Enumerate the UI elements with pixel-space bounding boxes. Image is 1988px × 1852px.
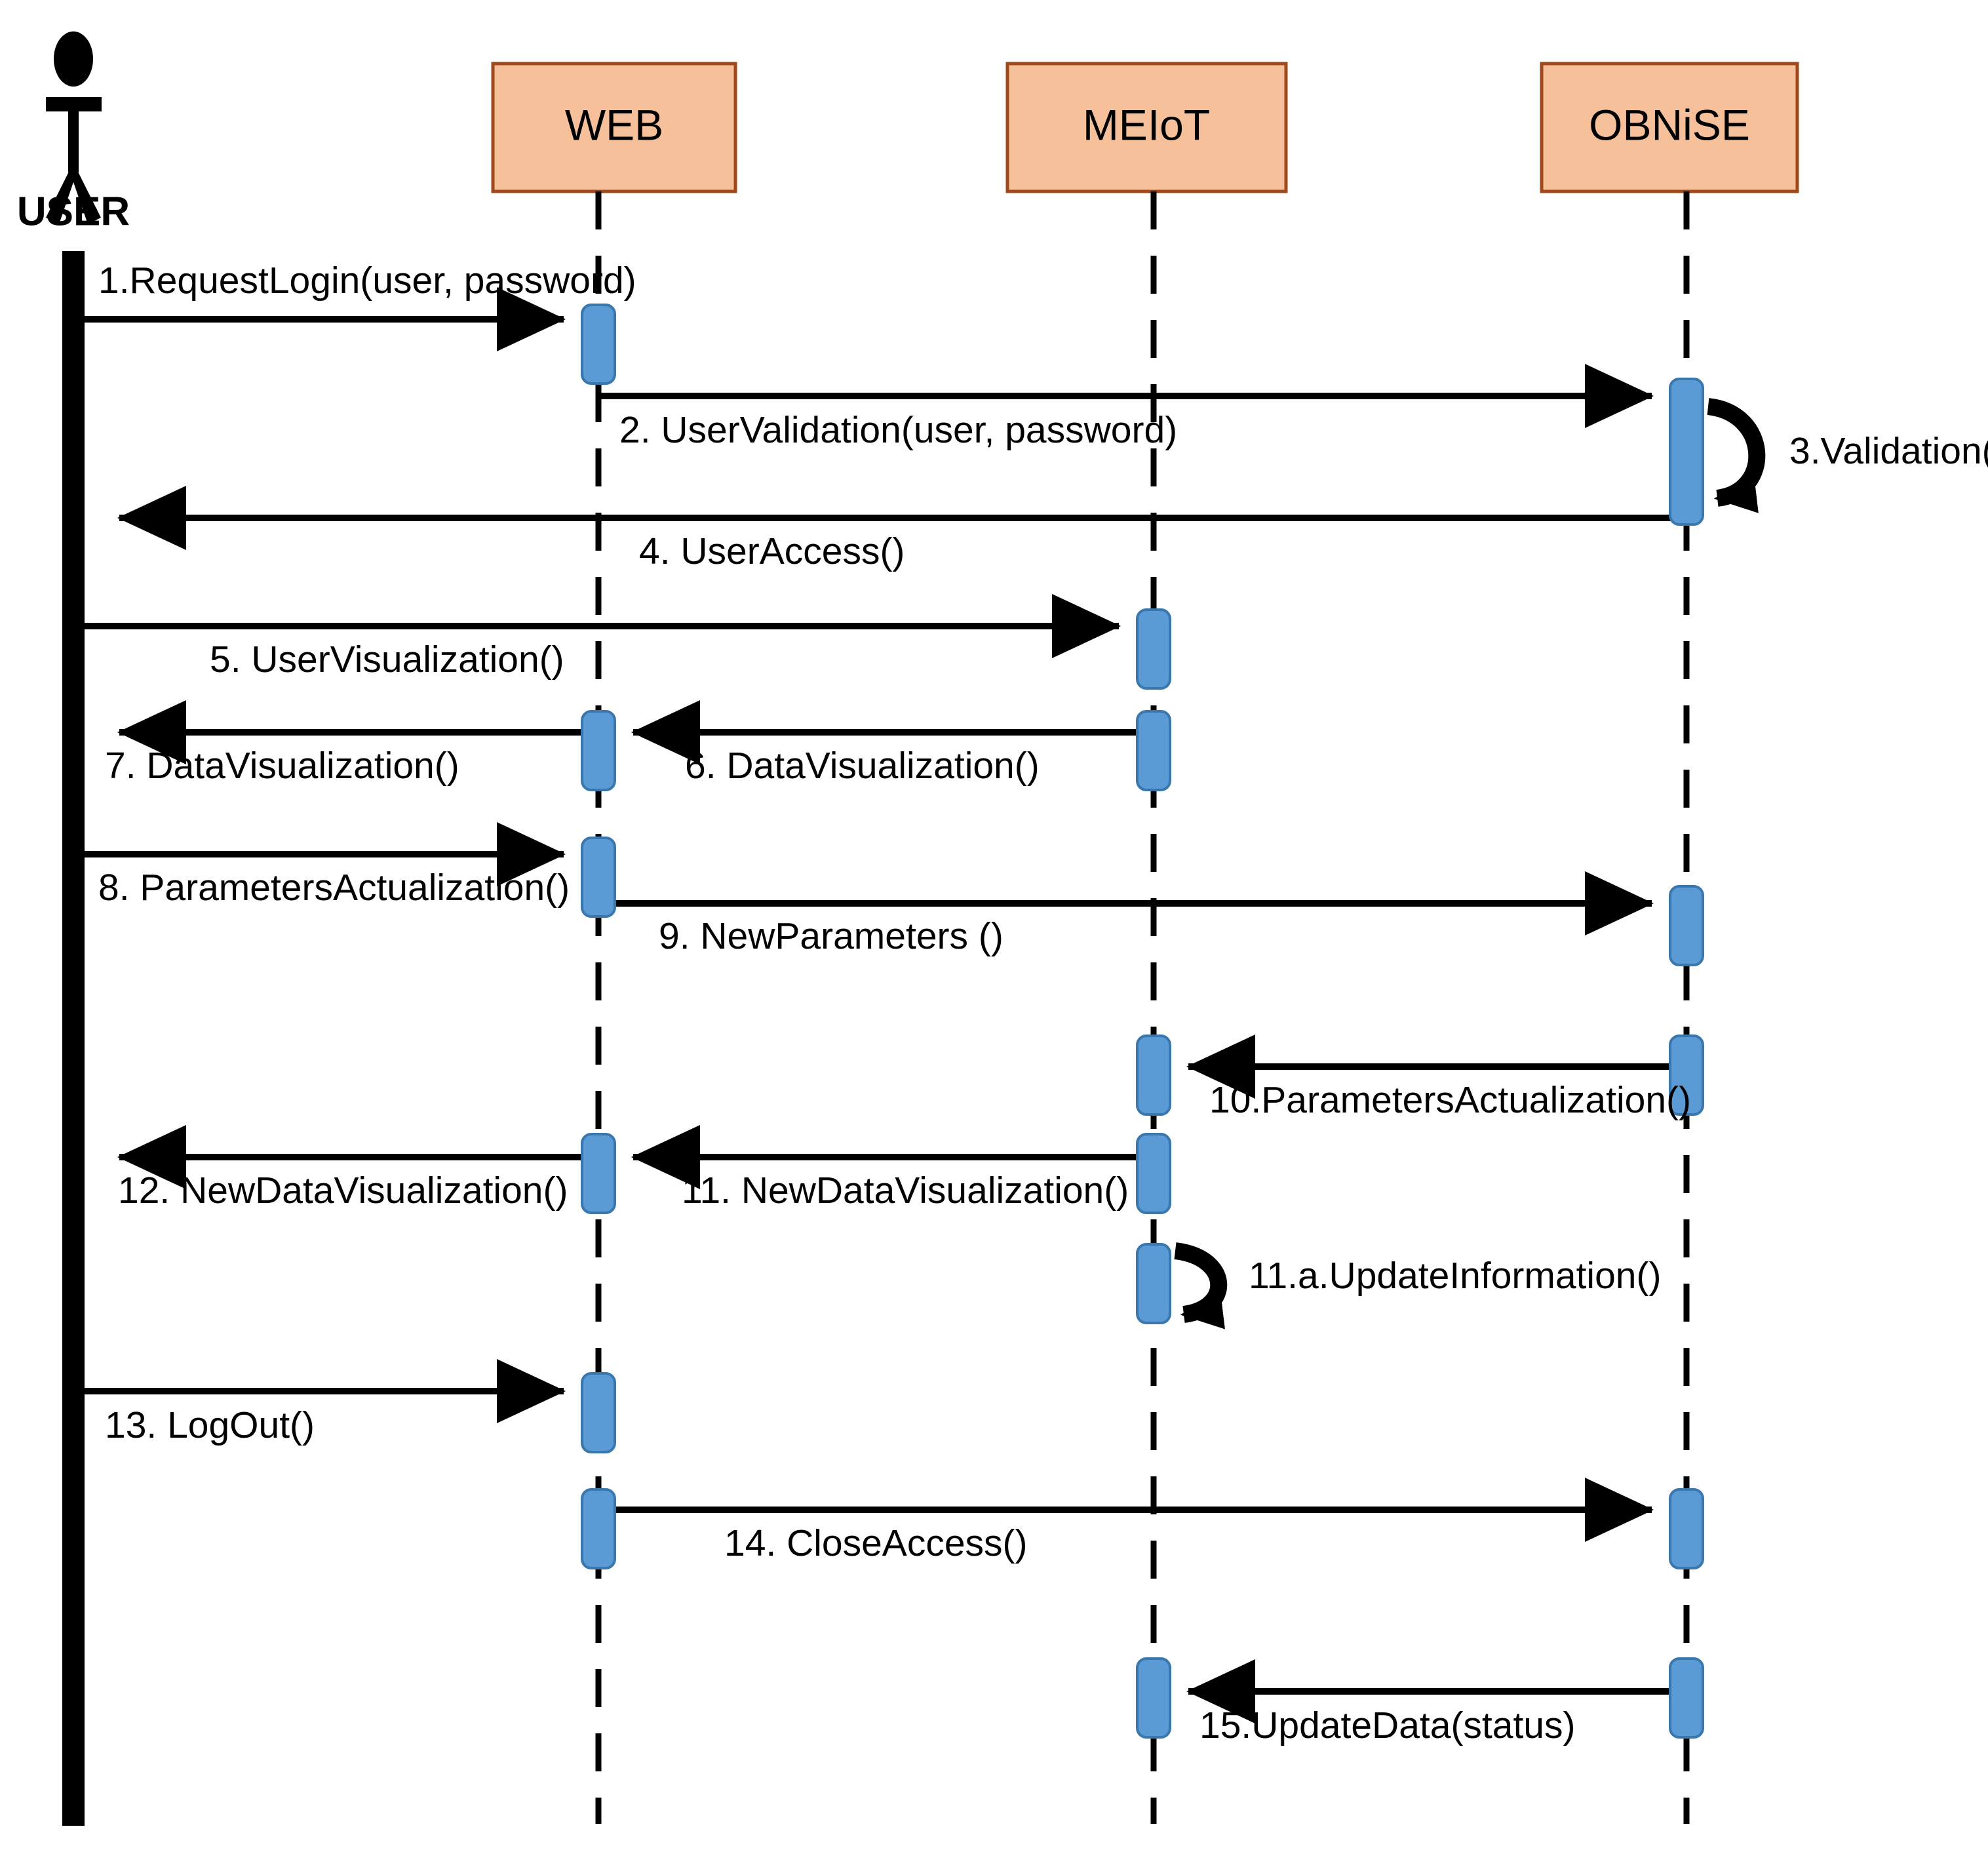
activation-meiot-4 <box>1136 1133 1171 1214</box>
message-label-14: 14. CloseAccess() <box>724 1522 1028 1564</box>
activation-obnise-5 <box>1669 1657 1704 1739</box>
message-label-11a: 11.a.UpdateInformation() <box>1249 1255 1661 1297</box>
lifeline-header-obnise[interactable]: OBNiSE <box>1540 62 1799 193</box>
message-label-6: 6. DataVisualization() <box>685 745 1040 787</box>
activation-web-1 <box>581 304 616 385</box>
activation-meiot-1 <box>1136 608 1171 690</box>
message-label-15: 15.UpdateData(status) <box>1199 1704 1575 1746</box>
lifeline-header-web-label: WEB <box>565 100 663 149</box>
message-label-12: 12. NewDataVisualization() <box>118 1170 568 1212</box>
actor-user-lifeline-bar <box>62 251 85 1826</box>
activation-meiot-3 <box>1136 1034 1171 1116</box>
message-label-4: 4. UserAccess() <box>639 530 905 572</box>
activation-meiot-2 <box>1136 710 1171 791</box>
activation-obnise-4 <box>1669 1488 1704 1569</box>
lifeline-header-meiot-label: MEIoT <box>1083 100 1210 149</box>
message-label-9: 9. NewParameters () <box>659 915 1004 957</box>
activation-web-6 <box>581 1488 616 1569</box>
self-loop-update-information <box>1173 1242 1228 1330</box>
message-label-3: 3.Validation() <box>1789 430 1988 472</box>
activation-web-2 <box>581 710 616 791</box>
activation-meiot-6 <box>1136 1657 1171 1739</box>
message-label-11: 11. NewDataVisualization() <box>682 1170 1129 1212</box>
message-label-10: 10.ParametersActualization() <box>1209 1079 1691 1121</box>
actor-user-glyph <box>46 31 102 224</box>
activation-obnise-3 <box>1669 1034 1704 1116</box>
activation-obnise-1 <box>1669 378 1704 526</box>
activation-obnise-2 <box>1669 885 1704 966</box>
self-loop-validation <box>1706 398 1766 513</box>
message-label-2: 2. UserValidation(user, password) <box>619 409 1177 451</box>
activation-web-4 <box>581 1133 616 1214</box>
lifeline-header-web[interactable]: WEB <box>491 62 737 193</box>
message-label-1: 1.RequestLogin(user, password) <box>98 260 636 302</box>
message-label-5: 5. UserVisualization() <box>210 639 564 680</box>
lifeline-header-meiot[interactable]: MEIoT <box>1005 62 1288 193</box>
activation-web-3 <box>581 837 616 918</box>
actor-user-label: USER <box>17 189 130 234</box>
activation-web-5 <box>581 1372 616 1453</box>
message-label-7: 7. DataVisualization() <box>105 745 459 787</box>
message-label-8: 8. ParametersActualization() <box>98 867 570 909</box>
message-label-13: 13. LogOut() <box>105 1404 315 1446</box>
activation-meiot-5 <box>1136 1243 1171 1324</box>
lifeline-header-obnise-label: OBNiSE <box>1589 100 1750 149</box>
